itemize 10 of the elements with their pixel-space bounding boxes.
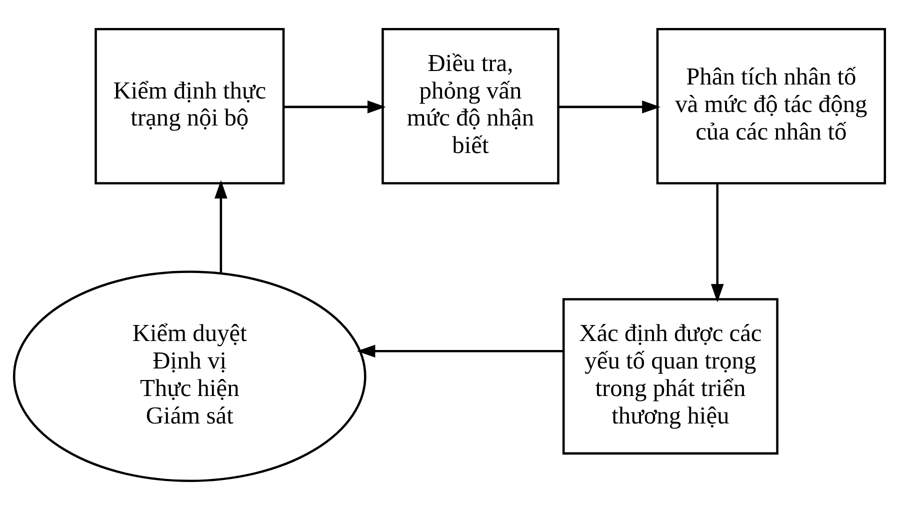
node-box: Phân tích nhân tố và mức độ tác động của các nhân tố — [656, 28, 886, 184]
arrow — [558, 100, 660, 114]
node-ellipse: Kiểm duyệt Định vị Thực hiện Giám sát — [12, 270, 366, 482]
arrow — [214, 180, 228, 274]
node-box: Điều tra, phỏng vấn mức độ nhận biết — [382, 28, 560, 184]
arrow — [710, 184, 724, 302]
node-box: Xác định được các yếu tố quan trọng trong phát triển thương hiệu — [562, 298, 778, 455]
arrow — [356, 344, 564, 358]
arrow — [284, 100, 386, 114]
node-box: Kiểm định thực trạng nội bộ — [94, 28, 285, 184]
